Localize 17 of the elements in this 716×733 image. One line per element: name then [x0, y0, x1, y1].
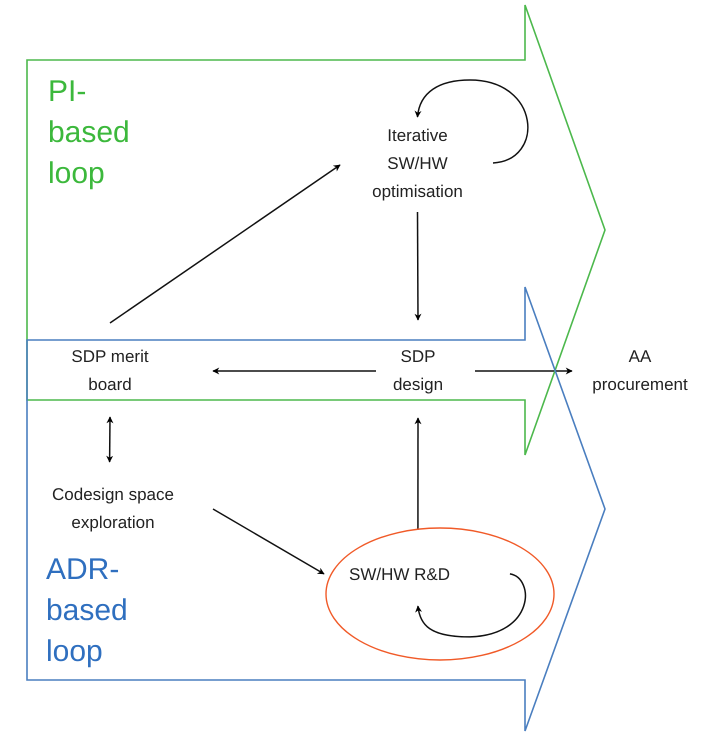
band-title: PI- based loop: [48, 74, 131, 192]
arrow: [475, 368, 573, 374]
arrow: [212, 368, 376, 374]
node-label: Codesign space exploration: [28, 481, 198, 537]
node-label: SDP design: [378, 343, 458, 399]
node-label: SW/HW R&D: [349, 564, 450, 586]
arrow: [212, 508, 325, 575]
node-label: Iterative SW/HW optimisation: [360, 122, 475, 208]
band-title: ADR- based loop: [46, 552, 129, 670]
loop-arrow: [415, 573, 526, 638]
node-label: SDP merit board: [50, 343, 170, 399]
arrow: [414, 212, 422, 321]
node-label: AA procurement: [585, 343, 695, 399]
loop-arrow: [414, 79, 528, 164]
arrow: [110, 164, 341, 324]
double-headed-arrow: [106, 416, 114, 463]
arrow: [414, 417, 422, 530]
